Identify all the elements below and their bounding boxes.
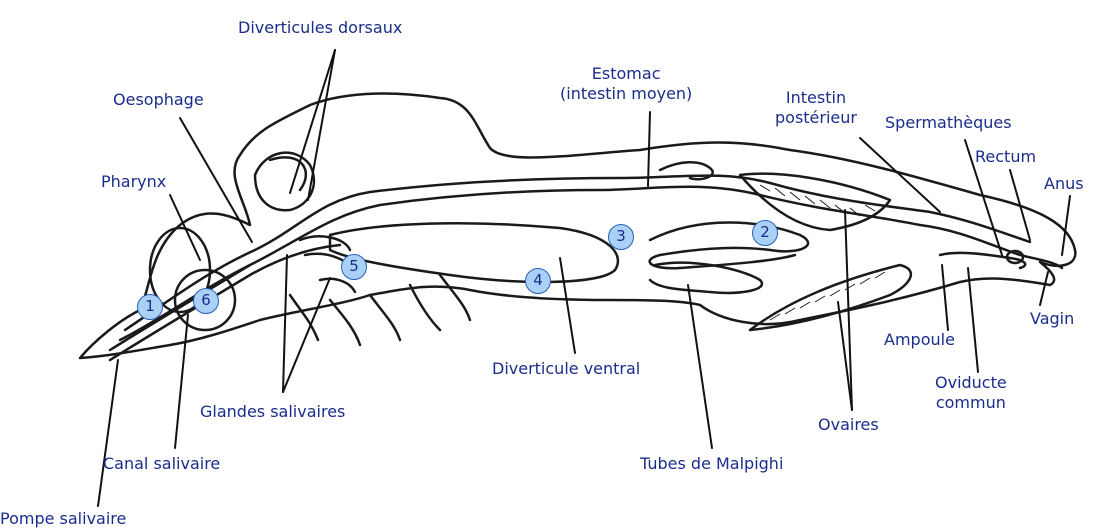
label-spermatheques: Spermathèques <box>885 113 1012 133</box>
label-tubes-malpighi: Tubes de Malpighi <box>640 454 783 474</box>
malpighian-tubes <box>650 223 808 269</box>
label-anus: Anus <box>1044 174 1084 194</box>
label-oviducte-line2: commun <box>935 393 1007 413</box>
label-vagin: Vagin <box>1030 309 1074 329</box>
diverticulum-ventral-outline <box>330 223 618 282</box>
label-intestin-line1: Intestin <box>775 88 857 108</box>
label-rectum: Rectum <box>975 147 1036 167</box>
label-oviducte-commun: Oviducte commun <box>935 373 1007 413</box>
label-glandes-salivaires: Glandes salivaires <box>200 402 345 422</box>
label-intestin-line2: postérieur <box>775 108 857 128</box>
marker-1: 1 <box>137 294 163 320</box>
marker-4: 4 <box>525 268 551 294</box>
label-diverticules-dorsaux: Diverticules dorsaux <box>238 18 402 38</box>
marker-3: 3 <box>608 224 634 250</box>
label-pompe-salivaire: Pompe salivaire <box>0 509 126 529</box>
label-ovaires: Ovaires <box>818 415 879 435</box>
label-oesophage: Oesophage <box>113 90 204 110</box>
marker-2: 2 <box>752 220 778 246</box>
marker-5: 5 <box>341 254 367 280</box>
label-ampoule: Ampoule <box>884 330 955 350</box>
label-oviducte-line1: Oviducte <box>935 373 1007 393</box>
label-estomac-line2: (intestin moyen) <box>560 84 692 104</box>
label-canal-salivaire: Canal salivaire <box>103 454 220 474</box>
ovary-lower <box>750 265 911 330</box>
label-diverticule-ventral: Diverticule ventral <box>492 359 640 379</box>
marker-6: 6 <box>193 288 219 314</box>
label-estomac: Estomac (intestin moyen) <box>560 64 692 104</box>
label-estomac-line1: Estomac <box>560 64 692 84</box>
label-pharynx: Pharynx <box>101 172 166 192</box>
label-intestin-posterieur: Intestin postérieur <box>775 88 857 128</box>
